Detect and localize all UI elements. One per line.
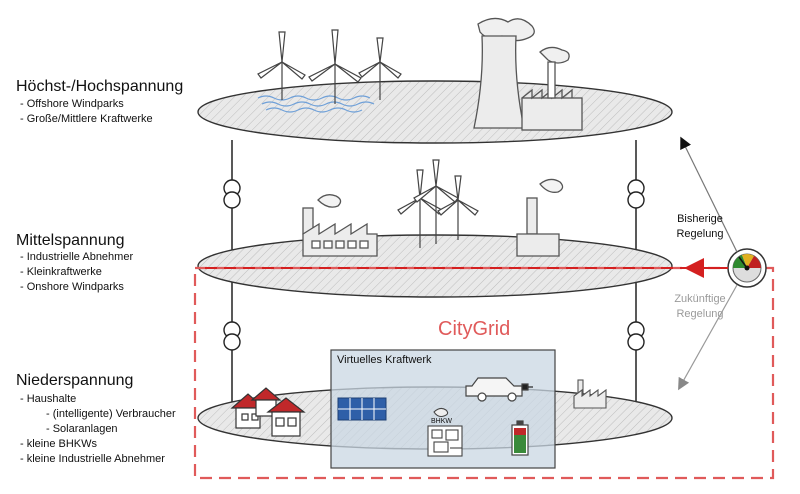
offshore-wind-icon	[257, 29, 402, 113]
future-regulation-label: Zukünftige Regelung	[655, 292, 745, 322]
current-regulation-line-1: Bisherige	[677, 213, 723, 225]
medium-voltage-list: - Industrielle Abnehmer - Kleinkraftwerk…	[20, 250, 133, 295]
current-regulation-line-2: Regelung	[676, 228, 724, 240]
bhkw-label: BHKW	[431, 418, 452, 425]
list-item: - Onshore Windparks	[20, 281, 124, 293]
low-voltage-list: - Haushalte - (intelligente) Verbraucher…	[20, 392, 176, 467]
list-item: - Haushalte	[20, 393, 77, 405]
small-power-plant-icon	[516, 178, 564, 257]
onshore-wind-icon	[397, 159, 479, 248]
electric-car-icon	[465, 377, 533, 402]
list-item: - Kleinkraftwerke	[20, 266, 102, 278]
list-item: - Offshore Windparks	[20, 98, 124, 110]
list-item: - kleine Industrielle Abnehmer	[20, 453, 165, 465]
factory-icon	[302, 194, 378, 257]
list-item: - kleine BHKWs	[20, 438, 98, 450]
current-regulation-arrow	[680, 136, 738, 253]
houses-icon	[230, 387, 306, 437]
future-regulation-line-2: Regelung	[676, 308, 724, 320]
battery-icon	[511, 420, 529, 456]
future-regulation-arrow	[678, 284, 738, 391]
small-factory-icon	[573, 379, 607, 409]
list-item: - Große/Mittlere Kraftwerke	[20, 113, 153, 125]
citygrid-label: CityGrid	[438, 318, 511, 340]
high-voltage-title: Höchst-/Hochspannung	[16, 78, 184, 95]
high-voltage-plane	[197, 80, 673, 144]
medium-voltage-plane	[197, 234, 673, 298]
list-item: - Solaranlagen	[46, 423, 118, 435]
list-item: - Industrielle Abnehmer	[20, 251, 134, 263]
future-regulation-line-1: Zukünftige	[674, 293, 726, 305]
low-voltage-title: Niederspannung	[16, 372, 134, 389]
list-item: - (intelligente) Verbraucher	[46, 408, 176, 420]
medium-voltage-title: Mittelspannung	[16, 232, 125, 249]
transformer-icons	[223, 179, 645, 351]
virtual-plant-label: Virtuelles Kraftwerk	[337, 354, 432, 366]
high-voltage-list: - Offshore Windparks - Große/Mittlere Kr…	[20, 97, 153, 127]
citygrid-frame	[193, 266, 775, 480]
current-regulation-label: Bisherige Regelung	[655, 212, 745, 242]
solar-panel-icon	[337, 397, 387, 421]
bhkw-icon	[427, 407, 463, 457]
controller-gauge-icon	[727, 248, 767, 288]
power-plant-icon	[473, 17, 583, 131]
